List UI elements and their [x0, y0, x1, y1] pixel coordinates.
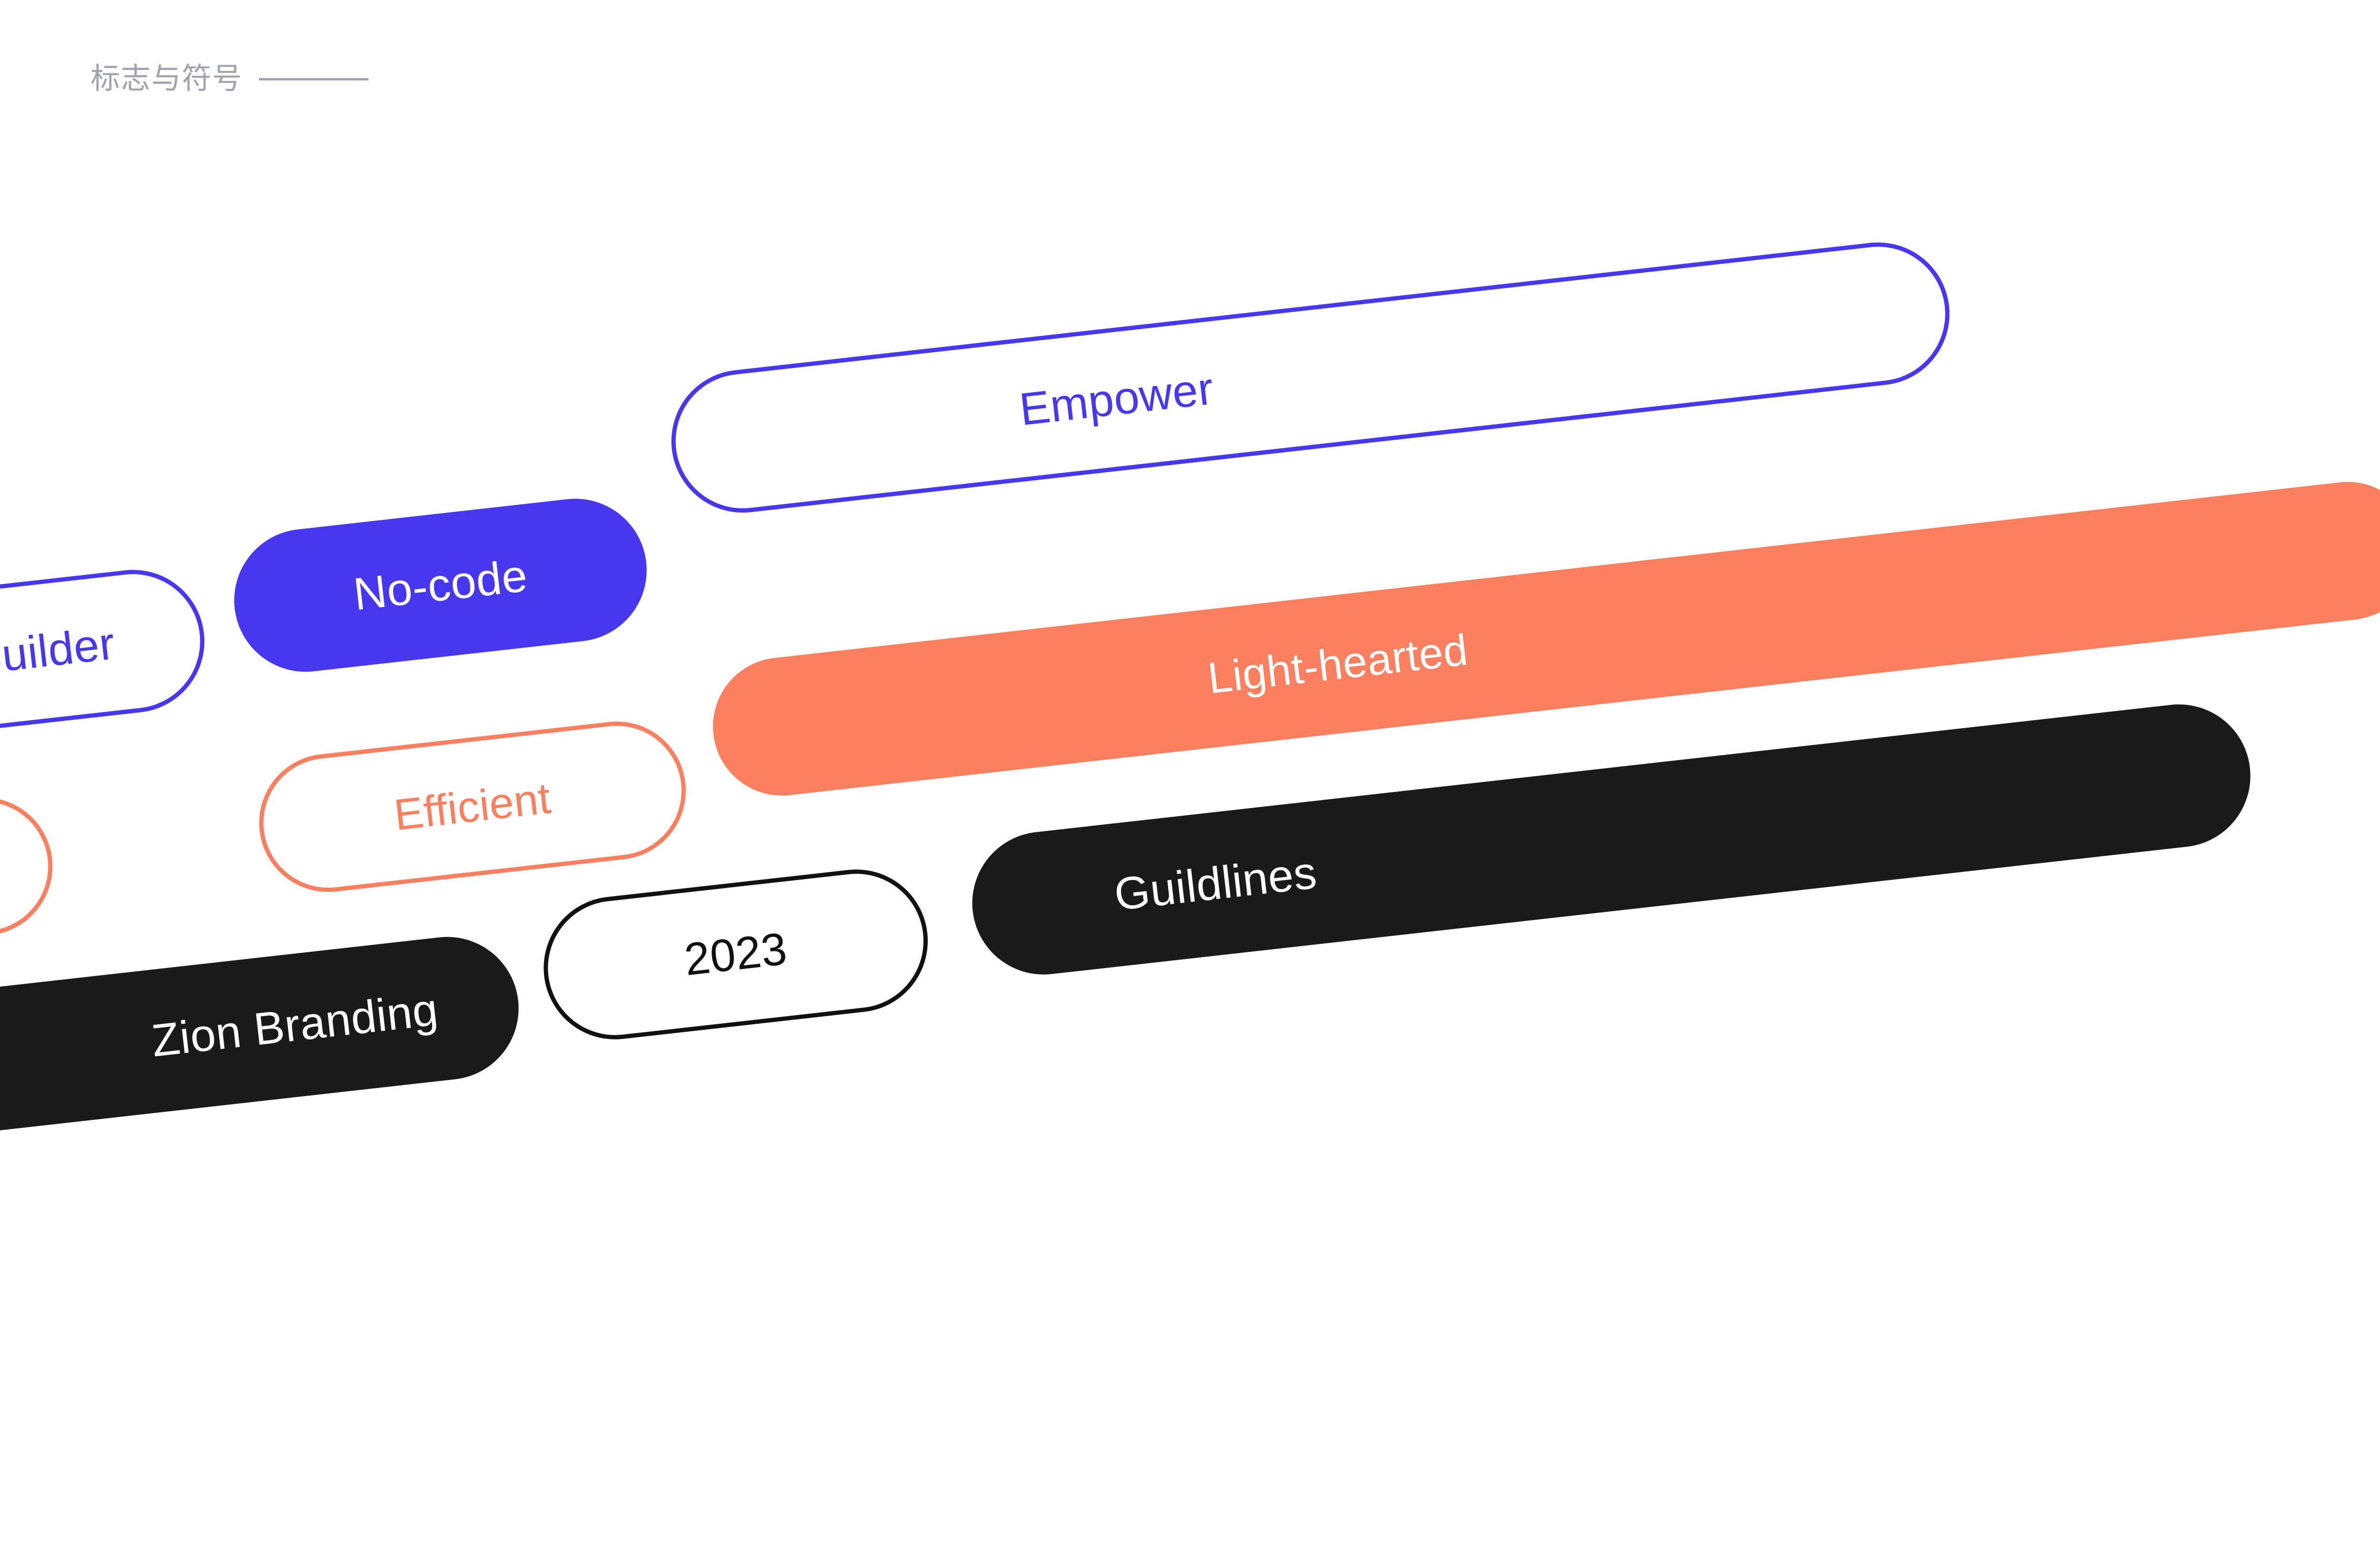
pill-friendly[interactable]: Friendly — [0, 790, 60, 987]
pill-zion-branding[interactable]: Zion Branding — [0, 929, 526, 1185]
pill-year-label: 2023 — [682, 923, 790, 986]
pill-guildlines-label: Guildlines — [1111, 847, 1319, 920]
pill-app-builder[interactable]: App Builder — [0, 562, 212, 777]
pill-year[interactable]: 2023 — [536, 862, 935, 1047]
header-divider-line — [259, 78, 369, 80]
pill-light-hearted-label: Light-hearted — [1205, 625, 1470, 703]
pill-efficient[interactable]: Efficient — [252, 714, 693, 900]
page-header: 标志与符号 functorz.com — [0, 0, 2380, 124]
pill-no-code[interactable]: No-code — [227, 491, 654, 680]
section-label: 标志与符号 — [90, 62, 243, 95]
header-left-group: 标志与符号 — [90, 62, 369, 95]
pill-app-builder-label: App Builder — [0, 618, 118, 695]
pill-zion-branding-label: Zion Branding — [149, 984, 441, 1067]
pill-empower-label: Empower — [1017, 363, 1216, 435]
pill-no-code-label: No-code — [351, 550, 530, 620]
pill-efficient-label: Efficient — [391, 774, 554, 840]
pill-empower[interactable]: Empower — [664, 235, 1957, 520]
